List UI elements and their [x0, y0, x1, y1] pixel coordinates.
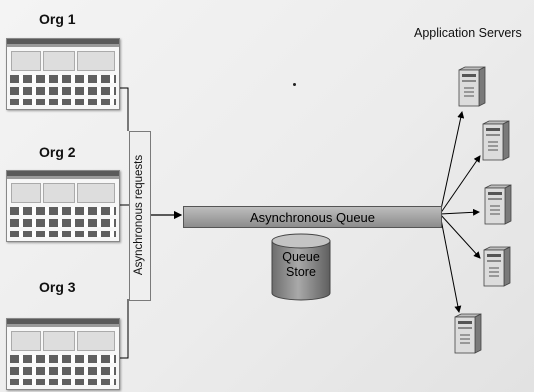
asynchronous-requests-label: Asynchronous requests — [133, 154, 145, 276]
asynchronous-queue-bar: Asynchronous Queue — [183, 206, 442, 228]
org-3-label: Org 3 — [39, 279, 76, 295]
server-arrow-1 — [439, 111, 465, 215]
server-arrow-4 — [439, 213, 481, 259]
org-2-dashboard-thumbnail — [6, 170, 120, 242]
server-icon — [454, 313, 482, 354]
queue-store-cylinder-icon — [271, 233, 331, 301]
stray-dot — [293, 83, 296, 86]
queue-store-label: Queue Store — [271, 250, 331, 280]
server-arrow-3 — [439, 208, 480, 216]
server-arrow-5 — [439, 213, 462, 313]
application-servers-label: Application Servers — [414, 26, 522, 40]
asynchronous-queue-label: Asynchronous Queue — [249, 209, 376, 225]
server-icon — [483, 246, 511, 287]
org-2-label: Org 2 — [39, 144, 76, 160]
org-1-label: Org 1 — [39, 11, 76, 27]
org1-connector — [118, 87, 129, 131]
server-icon — [458, 66, 486, 107]
queue-store-label-line1: Queue — [282, 250, 320, 264]
org-3-dashboard-thumbnail — [6, 318, 120, 390]
server-icon — [484, 184, 512, 225]
org3-connector — [118, 299, 129, 359]
server-icon — [482, 120, 510, 161]
queue-store-label-line2: Store — [286, 265, 316, 279]
server-arrow-2 — [439, 155, 481, 215]
asynchronous-requests-box — [129, 131, 151, 301]
org-1-dashboard-thumbnail — [6, 38, 120, 110]
